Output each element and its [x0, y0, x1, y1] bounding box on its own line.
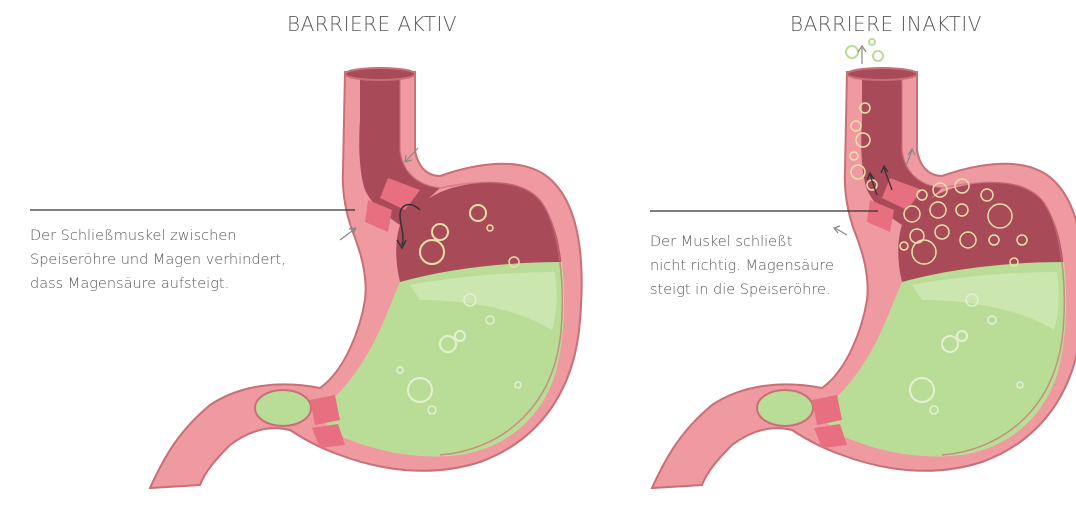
stomach-active	[150, 68, 582, 488]
stomach-inactive	[652, 39, 1076, 488]
